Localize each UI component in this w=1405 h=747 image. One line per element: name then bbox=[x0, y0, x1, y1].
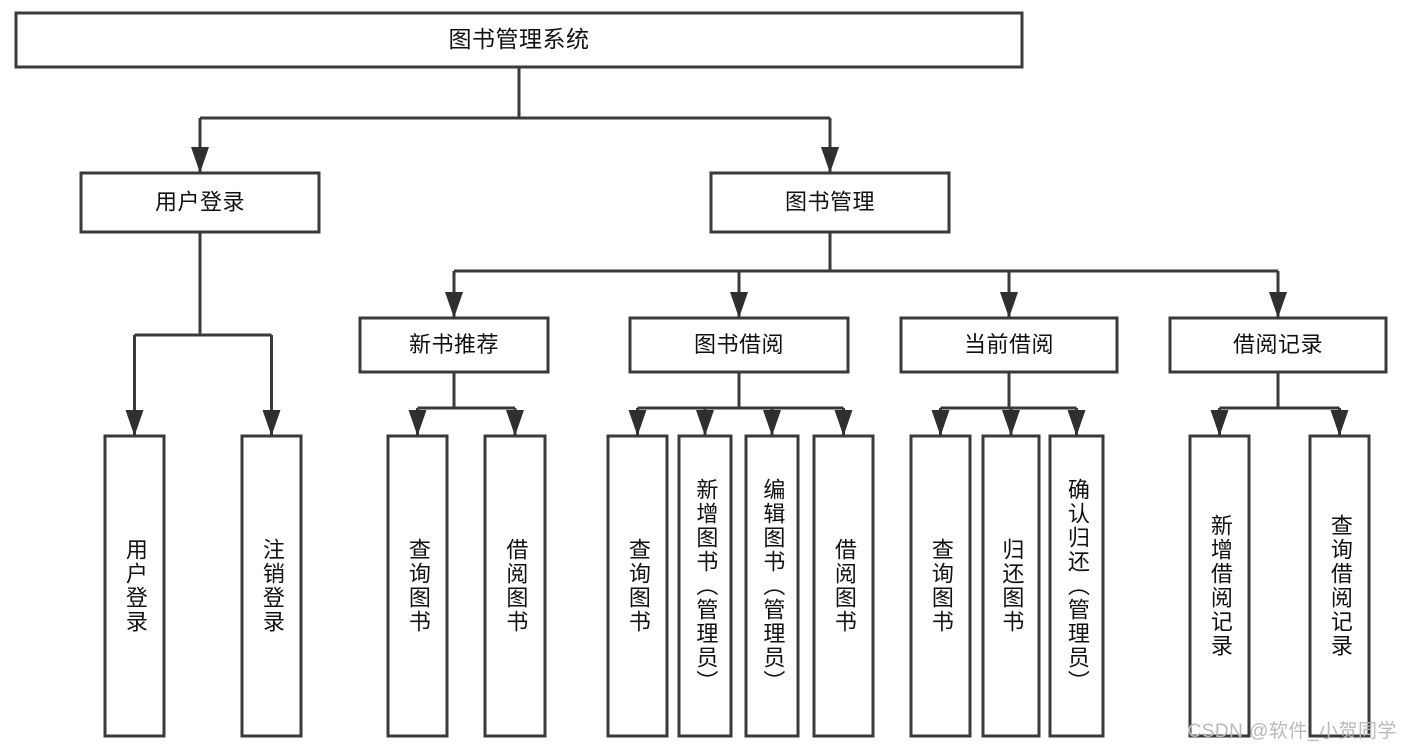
node-user-login-box[interactable] bbox=[79, 171, 321, 234]
node-borrow-record-label: 借阅记录 bbox=[1233, 332, 1323, 357]
watermark-text: CSDN @软件_小贺同学 bbox=[1187, 721, 1397, 742]
node-leaf-confirm-return-box[interactable] bbox=[1048, 434, 1105, 738]
node-leaf-borrow-book-rec-box[interactable] bbox=[483, 434, 547, 738]
node-leaf-query-record-box[interactable] bbox=[1308, 434, 1371, 738]
arrow-head-leaf-user-logout bbox=[262, 410, 281, 436]
node-book-manage-box[interactable] bbox=[709, 171, 951, 234]
arrow-head-leaf-query-book-cur bbox=[931, 410, 950, 436]
connectors-layer bbox=[125, 67, 1349, 436]
arrow-head-leaf-borrow-book bbox=[834, 410, 853, 436]
node-leaf-add-book-box[interactable] bbox=[677, 434, 733, 738]
arrow-head-borrow-record bbox=[1269, 292, 1287, 318]
node-book-borrow-label: 图书借阅 bbox=[694, 332, 784, 357]
arrow-head-current-borrow bbox=[1000, 292, 1018, 318]
arrow-head-leaf-query-book-rec bbox=[408, 410, 427, 436]
node-leaf-user-logout-box[interactable] bbox=[240, 434, 303, 738]
arrow-head-book-borrow bbox=[730, 292, 748, 318]
node-leaf-query-book-rec-box[interactable] bbox=[386, 434, 449, 738]
node-new-book-recommend-label: 新书推荐 bbox=[409, 332, 499, 357]
arrow-head-leaf-query-book-borrow bbox=[628, 410, 647, 436]
node-leaf-edit-book-box[interactable] bbox=[744, 434, 800, 738]
arrow-head-new-book-recommend bbox=[445, 292, 463, 318]
node-root-label: 图书管理系统 bbox=[449, 26, 590, 52]
arrow-head-leaf-add-record bbox=[1210, 410, 1229, 436]
node-leaf-add-record-box[interactable] bbox=[1188, 434, 1251, 738]
node-leaf-return-book-box[interactable] bbox=[981, 434, 1041, 738]
node-user-login-label: 用户登录 bbox=[155, 189, 245, 214]
arrow-head-leaf-return-book bbox=[1002, 410, 1020, 436]
node-current-borrow-label: 当前借阅 bbox=[964, 332, 1054, 357]
arrow-head-leaf-query-record bbox=[1330, 410, 1349, 436]
node-book-manage-label: 图书管理 bbox=[785, 189, 875, 214]
node-leaf-query-book-borrow-box[interactable] bbox=[606, 434, 669, 738]
node-leaf-query-book-cur-box[interactable] bbox=[909, 434, 972, 738]
node-new-book-recommend-box[interactable] bbox=[358, 316, 550, 374]
arrow-head-book-manage bbox=[821, 147, 839, 173]
node-leaf-user-login-box[interactable] bbox=[103, 434, 166, 738]
node-leaf-borrow-book-box[interactable] bbox=[812, 434, 875, 738]
node-root-box[interactable] bbox=[14, 11, 1024, 69]
node-book-borrow-box[interactable] bbox=[628, 316, 850, 374]
arrow-head-leaf-borrow-book-rec bbox=[506, 410, 524, 436]
node-borrow-record-box[interactable] bbox=[1168, 316, 1388, 374]
arrow-head-leaf-edit-book bbox=[763, 410, 781, 436]
arrow-head-user-login bbox=[191, 147, 209, 173]
node-current-borrow-box[interactable] bbox=[899, 316, 1119, 374]
arrow-head-leaf-confirm-return bbox=[1067, 410, 1086, 436]
arrow-head-leaf-add-book bbox=[696, 410, 714, 436]
arrow-head-leaf-user-login bbox=[125, 410, 144, 436]
